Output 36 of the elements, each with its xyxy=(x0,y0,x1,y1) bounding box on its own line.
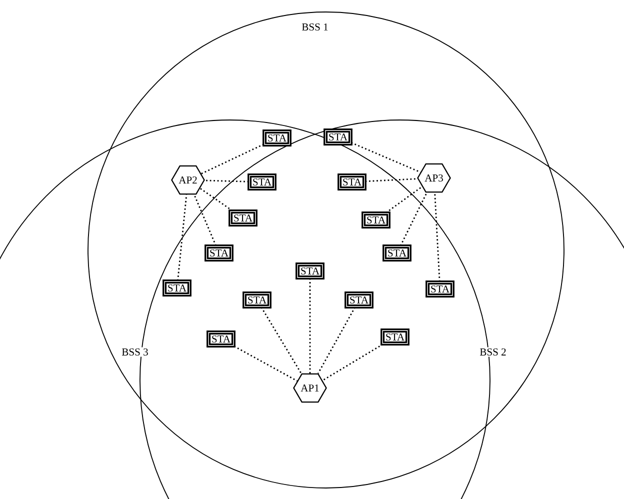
access-point-hexagon: AP1 xyxy=(293,373,327,403)
dotted-link xyxy=(434,192,440,282)
access-point-hexagon: AP3 xyxy=(417,163,451,193)
dotted-link xyxy=(177,194,188,281)
station-box: STA xyxy=(338,174,366,190)
dotted-link xyxy=(201,144,264,174)
dotted-link xyxy=(400,192,428,246)
access-point-hexagon: AP2 xyxy=(171,165,205,195)
dotted-link xyxy=(351,142,421,173)
dotted-link xyxy=(200,188,233,212)
station-box: STA xyxy=(324,128,352,146)
dotted-link xyxy=(260,306,302,374)
dotted-link xyxy=(365,178,418,182)
dotted-link xyxy=(234,346,298,382)
station-box: STA xyxy=(382,244,412,262)
station-box: STA xyxy=(362,212,390,228)
dotted-link xyxy=(194,194,217,246)
station-box: STA xyxy=(228,210,258,226)
station-box: STA xyxy=(262,130,292,146)
station-box: STA xyxy=(206,330,236,348)
area-label: BSS 3 xyxy=(120,347,150,357)
dotted-link xyxy=(204,180,249,182)
area-label: BSS 1 xyxy=(300,22,330,32)
station-box: STA xyxy=(380,328,410,346)
dotted-link xyxy=(386,186,422,214)
area-label: BSS 2 xyxy=(478,347,508,357)
station-box: STA xyxy=(248,174,276,190)
dotted-link xyxy=(309,278,311,374)
station-box: STA xyxy=(204,244,234,262)
station-box: STA xyxy=(296,262,324,280)
station-box: STA xyxy=(426,280,454,298)
dotted-link xyxy=(318,306,356,374)
dotted-link xyxy=(322,344,384,382)
station-box: STA xyxy=(344,292,374,308)
station-box: STA xyxy=(162,280,192,296)
station-box: STA xyxy=(242,292,272,308)
